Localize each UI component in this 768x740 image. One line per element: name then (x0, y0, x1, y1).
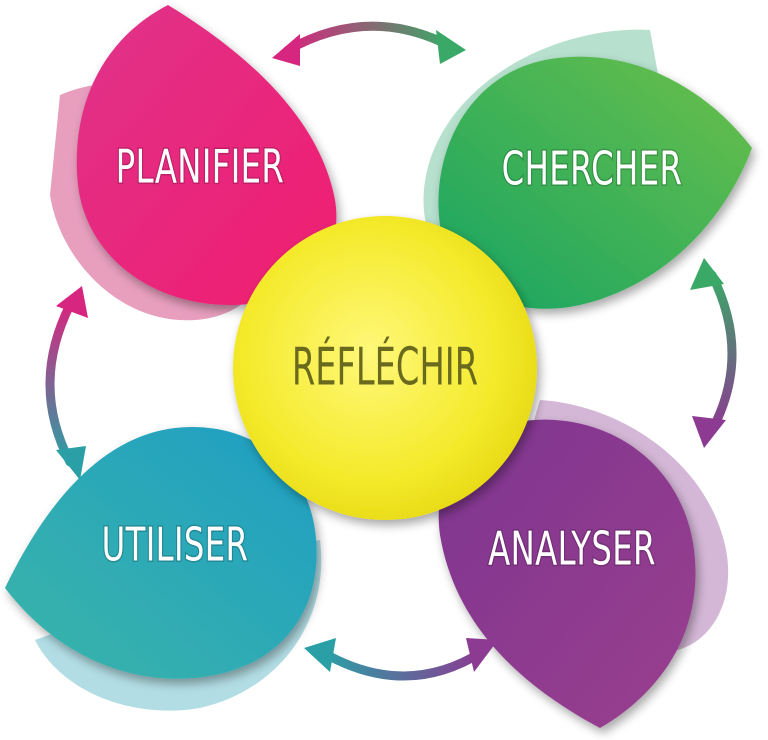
petal-planifier[interactable] (76, 5, 337, 305)
center-label: RÉFLÉCHIR (292, 335, 478, 397)
petal-label-analyser: ANALYSER (488, 522, 656, 576)
petal-chercher[interactable] (438, 56, 752, 309)
center-circle[interactable] (233, 216, 537, 520)
petal-utiliser[interactable] (5, 426, 317, 679)
arrow-chercher-analyser (690, 258, 737, 448)
petal-label-utiliser: UTILISER (102, 518, 249, 572)
arrow-analyser-utiliser (304, 638, 498, 681)
petal-label-chercher: CHERCHER (502, 142, 683, 196)
arrow-utiliser-planifier (45, 286, 88, 480)
petal-label-planifier: PLANIFIER (116, 140, 284, 194)
arrow-planifier-chercher (272, 21, 466, 66)
petal-analyser[interactable] (438, 419, 696, 728)
